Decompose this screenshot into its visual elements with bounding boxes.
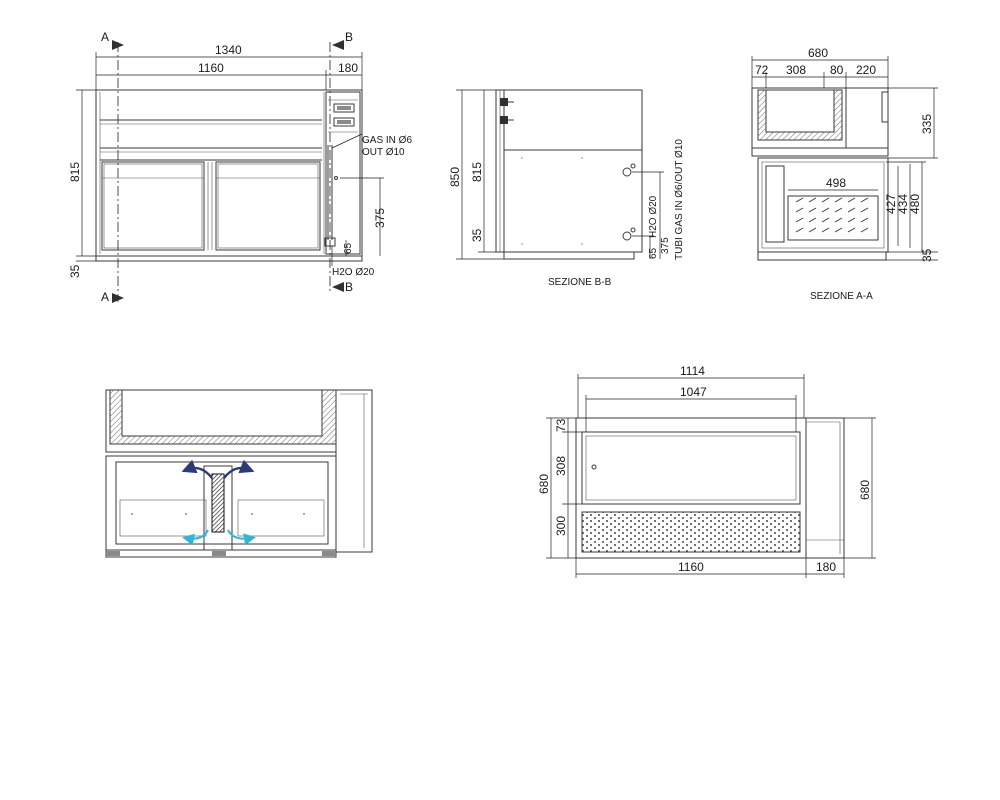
dim-bb-850: 850: [448, 167, 462, 187]
section-bb-title: SEZIONE B-B: [548, 277, 612, 288]
section-b-label-bottom: B: [345, 280, 353, 294]
hot-air-arrow-left: [181, 459, 213, 479]
hot-air-arrow-right: [223, 459, 255, 479]
dim-aa-80: 80: [830, 63, 844, 77]
cold-air-arrow-left: [182, 529, 209, 546]
section-a-label-top: A: [101, 30, 109, 44]
dim-side-width: 180: [338, 61, 358, 75]
front-base: [95, 255, 363, 262]
dim-bb-65: 65: [648, 247, 659, 259]
perforated-tray: [787, 195, 879, 241]
airflow-view: [105, 389, 373, 558]
dim-bb-h2o: H2O Ø20: [648, 195, 659, 238]
section-aa-title: SEZIONE A-A: [810, 291, 873, 302]
dim-aa-308: 308: [786, 63, 806, 77]
dim-aa-335: 335: [920, 114, 934, 134]
dim-bb-815: 815: [470, 162, 484, 182]
front-view: A A B B 1340 1160 180 815 35 375 65 GAS …: [68, 30, 412, 304]
dim-aa-498: 498: [826, 176, 846, 190]
section-b-label-top: B: [345, 30, 353, 44]
left-drawer: [101, 161, 205, 251]
dim-total-width: 1340: [215, 43, 242, 57]
dim-plan-1114: 1114: [680, 364, 705, 378]
dim-base: 35: [68, 264, 82, 278]
evaporator-coil: [211, 473, 225, 533]
gas-in-label: GAS IN Ø6: [362, 135, 412, 146]
section-bb-body: [495, 89, 643, 253]
tubi-gas-label: TUBI GAS IN Ø6/OUT Ø10: [674, 139, 685, 260]
dim-plan-73: 73: [554, 418, 568, 432]
front-body-outline: [95, 89, 363, 257]
plan-perforated-grid: [581, 511, 801, 553]
control-panel-switch: [333, 117, 355, 127]
dim-aa-35: 35: [920, 248, 934, 262]
control-panel-switch: [333, 103, 355, 113]
dim-aa-220: 220: [856, 63, 876, 77]
dim-aa-427: 427: [884, 194, 898, 214]
dim-aa-434: 434: [896, 194, 910, 214]
dim-plan-1047: 1047: [680, 385, 707, 399]
dim-plan-300: 300: [554, 516, 568, 536]
right-drawer: [215, 161, 321, 251]
dim-bb-375: 375: [660, 237, 671, 254]
dim-aa-72: 72: [755, 63, 769, 77]
section-aa-view: 680 72 308 80 220 335 427 434 480 35 498…: [751, 46, 938, 302]
dim-65: 65: [343, 242, 354, 254]
tray-slots: [795, 197, 869, 233]
dim-aa-680: 680: [808, 46, 828, 60]
dim-plan-180: 180: [816, 560, 836, 574]
dim-aa-480: 480: [908, 194, 922, 214]
section-bb-view: 850 815 35 H2O Ø20 65 375 TUBI GAS IN Ø6…: [448, 89, 685, 288]
section-aa-drawer-box: [757, 157, 889, 253]
gas-out-label: OUT Ø10: [362, 147, 405, 158]
section-a-label-bottom: A: [101, 290, 109, 304]
dim-h2o-height: 375: [373, 208, 387, 228]
dim-plan-308: 308: [554, 456, 568, 476]
plan-glass: [581, 431, 801, 505]
dim-plan-680-left: 680: [537, 474, 551, 494]
dim-plan-1160: 1160: [678, 560, 704, 574]
dim-inner-width: 1160: [198, 61, 224, 75]
dim-height: 815: [68, 162, 82, 182]
dim-plan-680-right: 680: [858, 480, 872, 500]
plan-view: 1114 1047 680 73 308 300 680 1160 180: [537, 364, 876, 578]
dim-bb-35: 35: [470, 228, 484, 242]
h2o-label: H2O Ø20: [332, 267, 375, 278]
cold-air-arrow-right: [227, 529, 256, 546]
